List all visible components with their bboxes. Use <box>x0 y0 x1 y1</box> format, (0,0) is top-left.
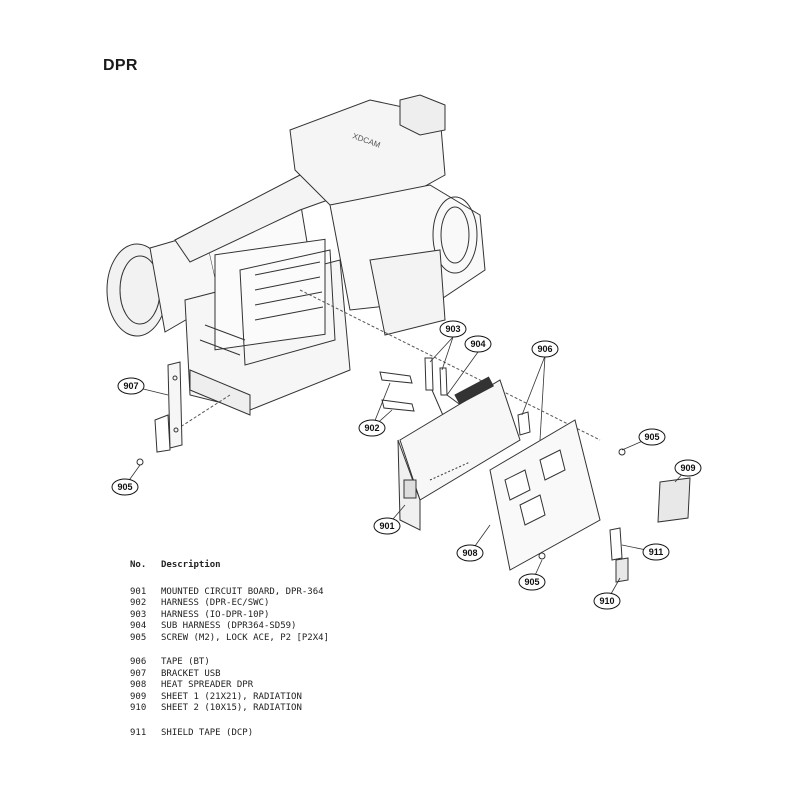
header-description: Description <box>161 560 221 570</box>
callout-906-label: 906 <box>537 344 552 354</box>
heat-spreader-part <box>489 419 601 571</box>
parts-row: 907 BRACKET USB <box>130 669 329 681</box>
part-number: 905 <box>130 632 147 643</box>
page-title: DPR <box>103 57 138 74</box>
callout-908-bubble <box>456 544 484 562</box>
parts-row: 903 HARNESS (IO-DPR-10P) <box>130 610 329 622</box>
part-description: HARNESS (DPR-EC/SWC) <box>161 598 270 608</box>
parts-row: 910 SHEET 2 (10X15), RADIATION <box>130 703 329 715</box>
callout-905-label-bottom: 905 <box>524 577 539 587</box>
part-description: HARNESS (IO-DPR-10P) <box>161 609 270 620</box>
part-number: 910 <box>130 703 147 713</box>
callout-906-bubble <box>531 340 559 358</box>
callout-910-label: 910 <box>599 596 614 606</box>
callout-907-bubble <box>117 377 145 395</box>
camcorder-body-illustration: XDCAM <box>106 94 601 441</box>
parts-list-table: No. Description 901 MOUNTED CIRCUIT BOARD… <box>130 560 329 739</box>
callout-903-label: 903 <box>445 324 460 334</box>
parts-row: 906 TAPE (BT) <box>130 657 329 669</box>
callout-905-label-left: 905 <box>117 482 132 492</box>
callout-901-bubble <box>373 517 401 535</box>
parts-row: 909 SHEET 1 (21X21), RADIATION <box>130 692 329 704</box>
callout-905-bubble-bottom <box>518 573 546 591</box>
callout-902-bubble <box>358 419 386 437</box>
radiation-sheet-1-part <box>657 477 691 523</box>
callout-901-label: 901 <box>379 521 394 531</box>
callout-911-bubble <box>642 543 670 561</box>
callout-904-label: 904 <box>470 339 485 349</box>
callout-907-label: 907 <box>123 381 138 391</box>
part-number: 908 <box>130 680 147 690</box>
part-description: HEAT SPREADER DPR <box>161 680 254 690</box>
part-description: SHIELD TAPE (DCP) <box>161 727 254 738</box>
parts-row: 904 SUB HARNESS (DPR364-SD59) <box>130 621 329 633</box>
bracket-usb-part <box>154 361 183 453</box>
parts-row: 911 SHIELD TAPE (DCP) <box>130 728 329 740</box>
part-number: 911 <box>130 727 147 738</box>
header-no: No. <box>130 560 147 570</box>
callout-908-label: 908 <box>462 548 477 558</box>
callout-910-bubble <box>593 592 621 610</box>
callout-903-bubble <box>439 320 467 338</box>
part-description: BRACKET USB <box>161 668 221 679</box>
callout-904-bubble <box>464 335 492 353</box>
part-description: SCREW (M2), LOCK ACE, P2 [P2X4] <box>161 632 329 643</box>
part-description: MOUNTED CIRCUIT BOARD, DPR-364 <box>161 586 324 597</box>
parts-list-header: No. Description <box>130 560 329 572</box>
part-number: 909 <box>130 691 147 702</box>
parts-row: 902 HARNESS (DPR-EC/SWC) <box>130 598 329 610</box>
parts-row: 908 HEAT SPREADER DPR <box>130 680 329 692</box>
part-description: SHEET 2 (10X15), RADIATION <box>161 703 302 713</box>
part-description: SHEET 1 (21X21), RADIATION <box>161 691 302 702</box>
parts-row: 905 SCREW (M2), LOCK ACE, P2 [P2X4] <box>130 633 329 645</box>
callout-902-label: 902 <box>364 423 379 433</box>
part-number: 904 <box>130 621 147 631</box>
callout-bubbles <box>111 320 702 610</box>
part-description: TAPE (BT) <box>161 657 210 667</box>
part-description: SUB HARNESS (DPR364-SD59) <box>161 621 297 631</box>
tape-part <box>517 411 531 436</box>
radiation-sheet-2-part <box>615 557 629 583</box>
part-number: 906 <box>130 657 147 667</box>
callout-911-label: 911 <box>649 547 664 557</box>
callout-909-bubble <box>674 459 702 477</box>
part-number: 902 <box>130 598 147 608</box>
callout-909-label: 909 <box>680 463 695 473</box>
shield-tape-part <box>609 527 623 561</box>
callout-905-label-right: 905 <box>644 432 659 442</box>
circuit-board-part <box>397 376 521 531</box>
callout-905-bubble-right <box>638 428 666 446</box>
part-number: 901 <box>130 586 147 597</box>
parts-row: 901 MOUNTED CIRCUIT BOARD, DPR-364 <box>130 587 329 599</box>
part-number: 907 <box>130 668 147 679</box>
callout-905-bubble-left <box>111 478 139 496</box>
part-number: 903 <box>130 609 147 620</box>
